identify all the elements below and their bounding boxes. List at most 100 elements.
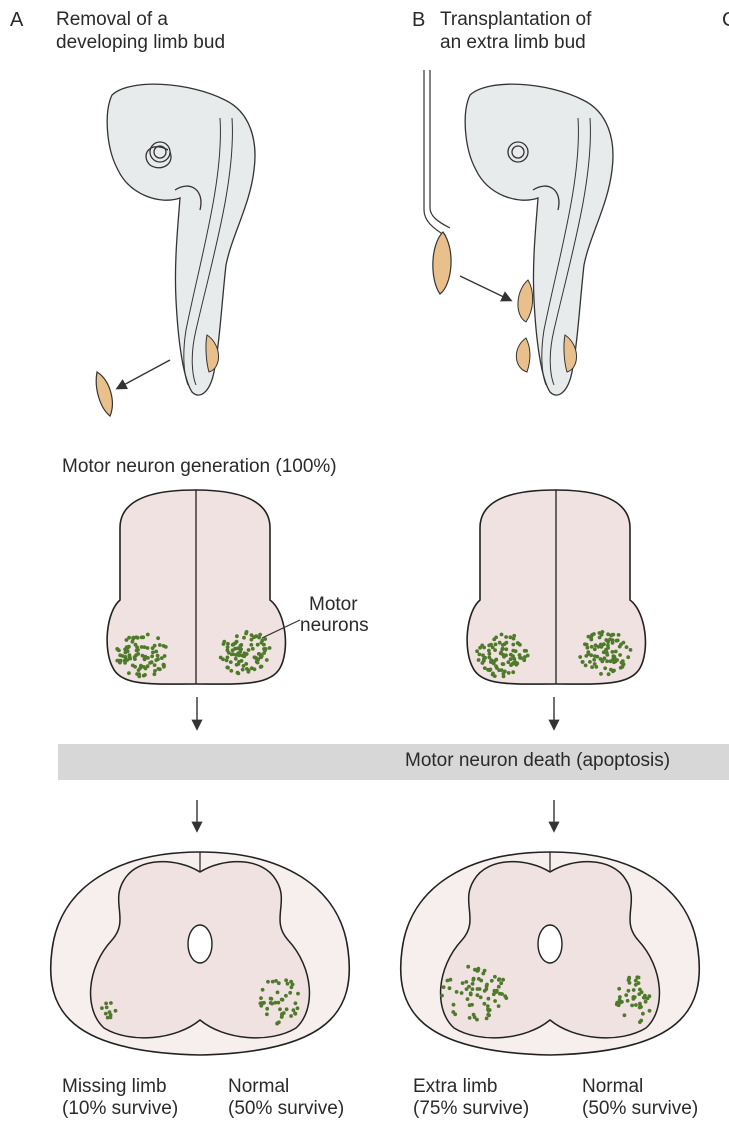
neuron-dot bbox=[526, 654, 530, 658]
neuron-dot bbox=[296, 992, 300, 996]
neuron-dot bbox=[615, 639, 619, 643]
neuron-dot bbox=[499, 981, 503, 985]
neuron-dot bbox=[266, 980, 270, 984]
neuron-dot bbox=[143, 645, 147, 649]
neuron-dot bbox=[605, 659, 609, 663]
neuron-dot bbox=[644, 1000, 648, 1004]
neuron-dot bbox=[492, 638, 496, 642]
neuron-dot bbox=[237, 662, 241, 666]
embryo-b-limb-bud-left bbox=[516, 338, 530, 372]
neuron-dot bbox=[294, 1001, 298, 1005]
neuron-dot bbox=[146, 664, 150, 668]
neuron-dot bbox=[229, 660, 233, 664]
neuron-dot bbox=[154, 658, 158, 662]
neuron-dot bbox=[278, 1007, 282, 1011]
neuron-dot bbox=[486, 1004, 490, 1008]
neuron-dot bbox=[635, 975, 639, 979]
neuron-dot bbox=[245, 667, 249, 671]
neuron-dot bbox=[584, 664, 588, 668]
neuron-dot bbox=[477, 977, 481, 981]
neuron-dot bbox=[511, 670, 515, 674]
neuron-dot bbox=[487, 1009, 491, 1013]
neuron-dot bbox=[485, 1017, 489, 1021]
neuron-dot bbox=[150, 654, 154, 658]
neuron-dot bbox=[104, 1012, 108, 1016]
neuron-dot bbox=[265, 1007, 269, 1011]
neuron-dot bbox=[151, 651, 155, 655]
neuron-dot bbox=[638, 1006, 642, 1010]
neuron-dot bbox=[115, 647, 119, 651]
neuron-dot bbox=[493, 648, 497, 652]
neuron-dot bbox=[234, 657, 238, 661]
neuron-dot bbox=[629, 648, 633, 652]
neuron-dot bbox=[268, 646, 272, 650]
neuron-dot bbox=[627, 989, 631, 993]
neuron-dot bbox=[495, 989, 499, 993]
neuron-dot bbox=[229, 669, 233, 673]
neuron-dot bbox=[131, 640, 135, 644]
neuron-dot bbox=[292, 1008, 296, 1012]
neuron-dot bbox=[598, 636, 602, 640]
neuron-dot bbox=[630, 1004, 634, 1008]
neuron-dot bbox=[493, 999, 497, 1003]
neuron-dot bbox=[296, 1006, 300, 1010]
neuron-dot bbox=[643, 994, 647, 998]
neuron-dot bbox=[578, 655, 582, 659]
neuron-dot bbox=[485, 983, 489, 987]
neuron-dot bbox=[284, 978, 288, 982]
neuron-dot bbox=[276, 991, 280, 995]
neuron-dot bbox=[524, 649, 528, 653]
neuron-dot bbox=[160, 656, 164, 660]
neuron-dot bbox=[600, 644, 604, 648]
neuron-dot bbox=[140, 636, 144, 640]
neuron-dot bbox=[470, 1003, 474, 1007]
neuron-dot bbox=[284, 994, 288, 998]
neuron-dot bbox=[138, 666, 142, 670]
neuron-dot bbox=[109, 1013, 113, 1017]
neuron-dot bbox=[510, 662, 514, 666]
neuron-dot bbox=[471, 978, 475, 982]
neuron-dot bbox=[277, 1020, 281, 1024]
neuron-dot bbox=[601, 630, 605, 634]
neuron-dot bbox=[503, 670, 507, 674]
neuron-dot bbox=[119, 659, 123, 663]
neuron-dot bbox=[262, 643, 266, 647]
neuron-dot bbox=[245, 630, 249, 634]
neuron-dot bbox=[465, 987, 469, 991]
neuron-dot bbox=[100, 1006, 104, 1010]
neuron-dot bbox=[133, 665, 137, 669]
neuron-dot bbox=[600, 660, 604, 664]
neuron-dot bbox=[153, 669, 157, 673]
neuron-dot bbox=[648, 1009, 652, 1013]
neuron-dot bbox=[286, 982, 290, 986]
neuron-dot bbox=[262, 651, 266, 655]
neuron-dot bbox=[230, 652, 234, 656]
neuron-dot bbox=[125, 645, 129, 649]
neuron-dot bbox=[271, 980, 275, 984]
neuron-dot bbox=[477, 967, 481, 971]
neuron-dot bbox=[128, 655, 132, 659]
neuron-dot bbox=[483, 656, 487, 660]
neuron-dot bbox=[156, 654, 160, 658]
neuron-dot bbox=[104, 1002, 108, 1006]
neuron-dot bbox=[109, 1001, 113, 1005]
neuron-dot bbox=[615, 658, 619, 662]
spinal-cord-a bbox=[51, 852, 350, 1055]
neuron-dot bbox=[239, 643, 243, 647]
neuron-dot bbox=[118, 653, 122, 657]
neuron-dot bbox=[270, 997, 274, 1001]
neuron-dot bbox=[153, 644, 157, 648]
neuron-dot bbox=[593, 662, 597, 666]
neuron-dot bbox=[475, 649, 479, 653]
neuron-dot bbox=[501, 662, 505, 666]
neuron-dot bbox=[251, 647, 255, 651]
neuron-dot bbox=[233, 641, 237, 645]
neuron-dot bbox=[506, 660, 510, 664]
neuron-dot bbox=[127, 671, 131, 675]
neuron-dot bbox=[143, 673, 147, 677]
neuron-dot bbox=[617, 1003, 621, 1007]
neuron-dot bbox=[156, 636, 160, 640]
transplant-needle bbox=[424, 70, 450, 236]
neuron-dot bbox=[590, 665, 594, 669]
